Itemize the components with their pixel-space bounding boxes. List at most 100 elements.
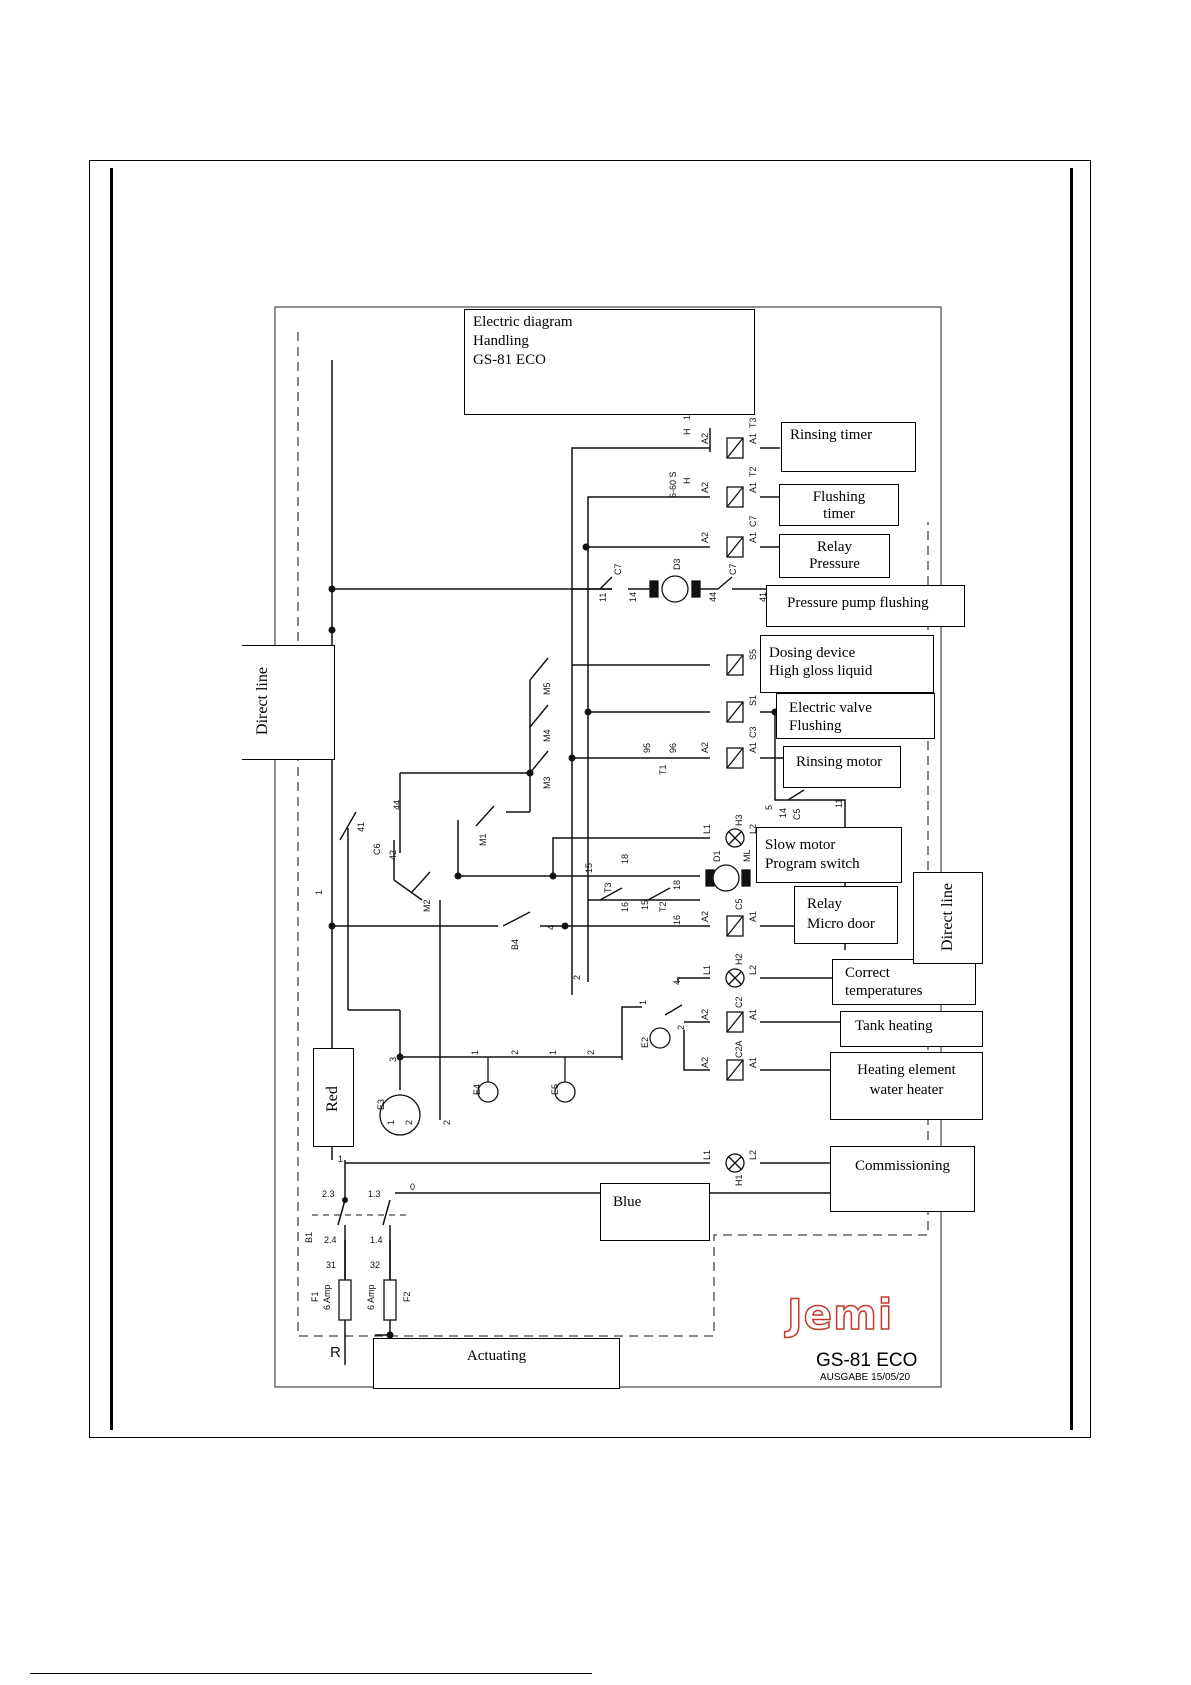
d1-t2: T2 [658,901,668,912]
label-flushing-timer: Flushing timer [779,484,899,526]
c3-95: 95 [642,743,652,753]
c5-label: C5 [734,898,744,910]
b1-label: B1 [304,1232,314,1243]
m1-label: M1 [478,833,488,846]
b1-13: 1.3 [368,1189,381,1199]
c2a-a2: A2 [700,1057,710,1068]
b4-4: 4 [546,925,556,930]
c7-a1: A1 [748,532,758,543]
label-rinsing-timer: Rinsing timer [781,422,916,472]
t3-a1: A1 [748,433,758,444]
wire-2a: 2 [572,975,582,980]
e5-2: 2 [586,1050,596,1055]
page-frame [89,160,1091,1438]
label-correct-temperatures: Correct temperatures [832,959,976,1005]
title-box: Electric diagram Handling GS-81 ECO [464,309,755,415]
c2a-a1: A1 [748,1057,758,1068]
h3-l2: L2 [748,824,758,834]
c3-t1: T1 [658,764,668,775]
ausgabe-date: AUSGABE 15/05/20 [820,1372,911,1383]
label-direct-line-left: Direct line [254,667,271,735]
h1-l1: L1 [702,1150,712,1160]
d1-label: D1 [712,850,722,862]
c2-label: C2 [734,996,744,1008]
h1-l2: L2 [748,1150,758,1160]
title-line-1: Electric diagram [473,314,573,330]
b1-14: 1.4 [370,1235,383,1245]
label-red: Red [324,1086,341,1112]
direct-line-left-box [242,645,335,760]
t2-a1: A1 [748,482,758,493]
c5s-5: 5 [764,805,774,810]
fuse-f1: F1 [310,1291,320,1302]
d1-15a: 15 [584,863,594,873]
label-electric-valve: Electric valve Flushing [776,693,935,739]
wire-1b: 1 [338,1154,343,1164]
c7-label: C7 [748,515,758,527]
m3-label: M3 [542,776,552,789]
c5s-11: 11 [834,799,844,808]
wire-2b: 2 [442,1120,452,1125]
c5-a2: A2 [700,911,710,922]
label-direct-line-right: Direct line [939,883,956,951]
correct-temps-line-2: temperatures [845,983,923,999]
t3-a2: A2 [700,433,710,444]
slow-motor-line-1: Slow motor [765,837,836,853]
d1-ml: ML [742,849,752,862]
m2-label: M2 [422,899,432,912]
b1-31: 31 [326,1260,336,1270]
d1-15b: 15 [640,900,650,910]
fuse-f1-amp: 6 Amp [322,1284,332,1310]
label-relay-pressure: Relay Pressure [779,534,890,578]
d1-16b: 16 [672,915,682,925]
label-heating-element: Heating element water heater [830,1052,983,1120]
m4-label: M4 [542,729,552,742]
h3-label: H3 [734,814,744,826]
h2-label: H2 [734,953,744,965]
d1-18a: 18 [620,854,630,864]
s1-label: S1 [748,695,758,706]
label-blue: Blue [600,1183,710,1241]
pump-c7a: C7 [613,563,623,575]
e4-1: 1 [470,1050,480,1055]
t3-1: 1 [682,415,692,420]
b4-label: B4 [510,939,520,950]
pump-d3: D3 [672,558,682,570]
e3-2: 2 [404,1120,414,1125]
t2-range: 6-60 S [668,471,678,498]
e5-label: E5 [550,1084,560,1095]
t3-label: T3 [748,417,758,428]
c6-label: C6 [372,843,382,855]
pump-44: 44 [708,592,718,602]
c6-44: 44 [392,800,402,810]
label-commissioning: Commissioning [830,1146,975,1212]
label-slow-motor: Slow motor Program switch [756,827,902,883]
title-line-3: GS-81 ECO [473,352,546,368]
e3-1: 1 [386,1120,396,1125]
c5s-c5: C5 [792,808,802,820]
d1-18b: 18 [672,880,682,890]
e4-label: E4 [472,1084,482,1095]
label-rinsing-motor: Rinsing motor [783,746,901,788]
e3-label: E3 [376,1099,386,1110]
relay-pressure-line-1: Relay [817,539,852,555]
pump-c7b: C7 [728,563,738,575]
relay-pressure-line-2: Pressure [809,556,860,572]
t2-label: T2 [748,466,758,477]
c3-a1: A1 [748,742,758,753]
d1-t3: T3 [603,882,613,893]
label-actuating: Actuating [373,1338,620,1389]
dosing-device-line-2: High gloss liquid [769,663,873,679]
wire-1a: 1 [314,890,324,895]
footer-line [30,1673,592,1674]
h2-l1: L1 [702,965,712,975]
m5-label: M5 [542,682,552,695]
c2-e2: E2 [640,1037,650,1048]
c2-2: 2 [676,1025,686,1030]
pump-41: 41 [758,592,768,602]
label-dosing-device: Dosing device High gloss liquid [760,635,934,693]
d1-16a: 16 [620,902,630,912]
t2-h: H [682,478,692,485]
h2-l2: L2 [748,965,758,975]
